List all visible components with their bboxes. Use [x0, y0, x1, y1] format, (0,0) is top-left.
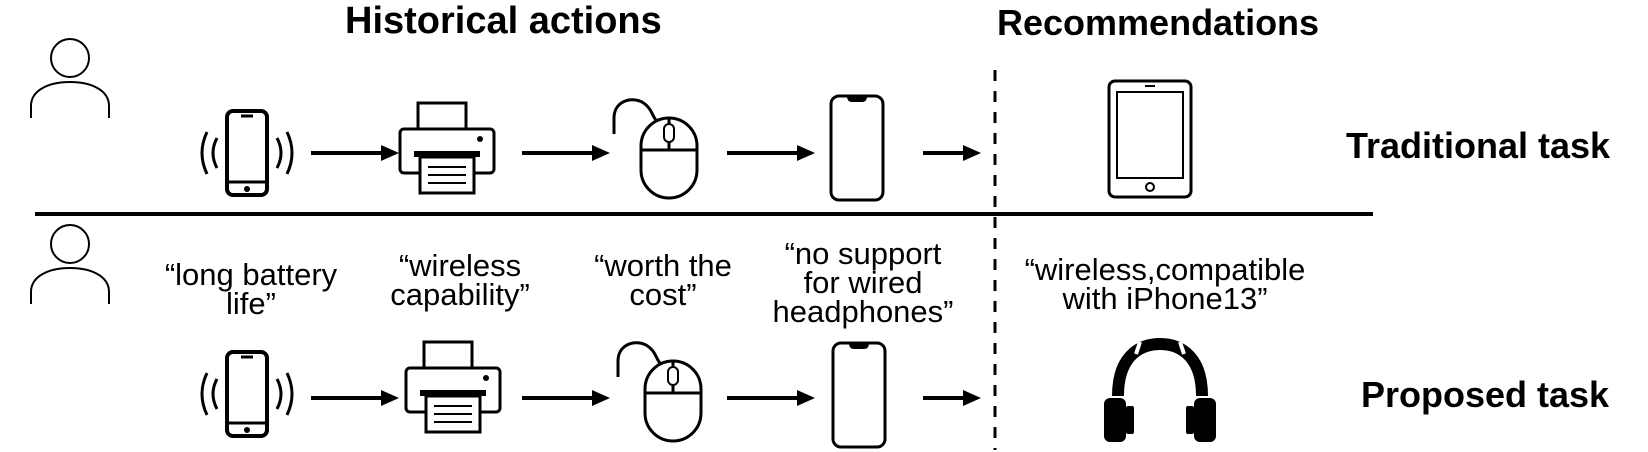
quote-line: life”	[226, 286, 276, 321]
quote-line: “no support	[784, 236, 942, 271]
quote-worth-the-cost: “worth the cost”	[583, 248, 743, 312]
quote-recommendation: “wireless,compatible with iPhone13”	[1000, 252, 1330, 316]
mouse-icon	[608, 94, 708, 204]
user-icon-proposed	[27, 218, 117, 308]
quote-line: with iPhone13”	[1062, 281, 1268, 316]
arrow-1-3	[727, 145, 815, 161]
mouse-icon	[612, 337, 712, 447]
traditional-task-label: Traditional task	[1346, 125, 1611, 166]
arrow-2-2	[522, 390, 610, 406]
arrow-2-4	[923, 390, 981, 406]
arrow-2-3	[727, 390, 815, 406]
tablet-icon	[1107, 79, 1195, 199]
arrow-1-1	[311, 145, 399, 161]
quote-line: “wireless	[398, 248, 522, 283]
headphones-icon	[1104, 336, 1216, 442]
quote-line: “wireless,compatible	[1024, 252, 1306, 287]
phone-vibrating-icon	[197, 349, 297, 439]
arrow-1-2	[522, 145, 610, 161]
proposed-task-label: Proposed task	[1361, 374, 1610, 415]
arrow-1-4	[923, 145, 981, 161]
quote-line: headphones”	[772, 294, 954, 329]
quote-line: for wired	[803, 265, 923, 300]
printer-icon	[398, 101, 498, 196]
historical-actions-header: Historical actions	[345, 0, 662, 42]
quote-long-battery-life: “long battery life”	[146, 257, 356, 321]
user-icon-traditional	[27, 32, 117, 122]
printer-icon	[404, 340, 504, 435]
quote-line: “long battery	[164, 257, 338, 292]
quote-line: capability”	[390, 277, 530, 312]
quote-line: “worth the	[594, 248, 732, 283]
smartphone-icon	[830, 340, 890, 450]
quote-wireless-capability: “wireless capability”	[375, 248, 545, 312]
smartphone-icon	[828, 93, 888, 203]
quote-line: cost”	[629, 277, 697, 312]
phone-vibrating-icon	[197, 108, 297, 198]
quote-no-support-wired-headphones: “no support for wired headphones”	[758, 236, 968, 329]
recommendations-header: Recommendations	[997, 2, 1320, 43]
arrow-2-1	[311, 390, 399, 406]
